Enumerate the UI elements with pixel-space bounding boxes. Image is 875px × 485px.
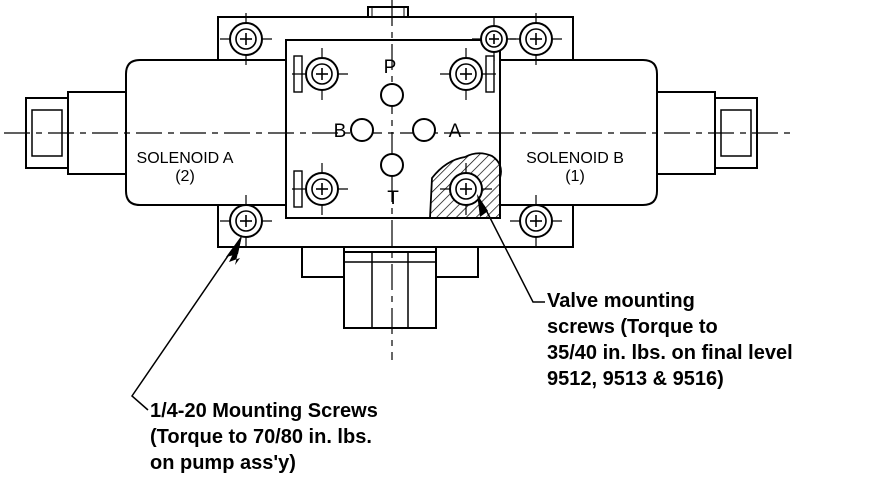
leader-line-mount — [131, 249, 233, 411]
callout-valve-line2: screws (Torque to — [547, 316, 718, 338]
callout-valve-line3: 35/40 in. lbs. on final level — [547, 342, 793, 364]
mounting-screw — [220, 13, 272, 65]
port-t-label: T — [387, 188, 399, 209]
valve-screw — [440, 163, 492, 215]
solenoid-a-number: (2) — [175, 168, 195, 185]
solenoid-a-label: SOLENOID A — [137, 150, 234, 167]
port-p-circle — [380, 83, 404, 107]
callout-valve-line1: Valve mounting — [547, 290, 695, 312]
arrowhead-valve — [477, 194, 488, 217]
port-b-label: B — [334, 121, 347, 142]
solenoid-b-number: (1) — [565, 168, 585, 185]
leader-line-valve — [483, 205, 545, 303]
mounting-screw — [472, 17, 516, 61]
top-stub — [367, 6, 409, 18]
callout-valve-line4: 9512, 9513 & 9516) — [547, 368, 724, 390]
port-t-circle — [380, 153, 404, 177]
callout-mount-line1: 1/4-20 Mounting Screws — [150, 400, 378, 422]
callout-mount-line2: (Torque to 70/80 in. lbs. — [150, 426, 372, 448]
hex-fitting — [343, 251, 437, 329]
valve-screw — [292, 48, 348, 100]
port-b-circle — [350, 118, 374, 142]
mounting-screw — [220, 195, 272, 247]
port-a-label: A — [449, 121, 462, 142]
fitting-right — [435, 246, 479, 278]
mounting-screw — [510, 195, 562, 247]
solenoid-b-label: SOLENOID B — [526, 150, 624, 167]
mounting-screw — [510, 13, 562, 65]
callout-mount-line3: on pump ass'y) — [150, 452, 296, 474]
port-a-circle — [412, 118, 436, 142]
arrowhead-mount-tip — [226, 235, 242, 257]
valve-screw — [440, 48, 496, 100]
fitting-left — [301, 246, 345, 278]
valve-screw — [292, 163, 348, 215]
port-p-label: P — [384, 57, 397, 78]
